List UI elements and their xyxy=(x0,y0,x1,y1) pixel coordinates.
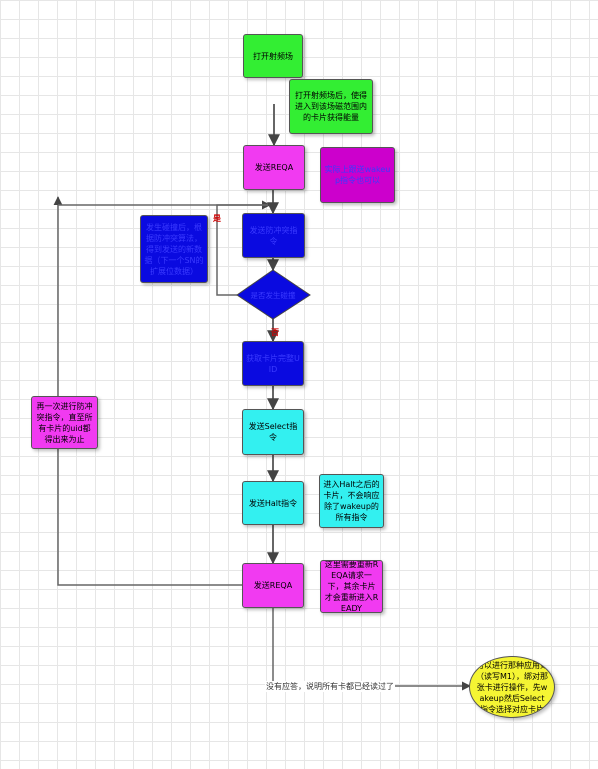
open-field-node: 打开射频场 xyxy=(243,34,303,78)
loop-note: 再一次进行防冲突指令，直至所有卡片的uid都得出来为止 xyxy=(31,396,98,449)
anticollision-node: 发送防冲突指令 xyxy=(242,213,305,258)
reqa-2-note: 这里需要重新REQA请求一下，其余卡片才会重新进入READY xyxy=(320,560,383,613)
halt-note: 进入Halt之后的卡片，不会响应除了wakeup的所有指令 xyxy=(319,474,384,528)
send-halt-node: 发送Halt指令 xyxy=(242,481,304,525)
get-uid-node: 获取卡片完整UID xyxy=(242,341,304,386)
no-response-label: 没有应答，说明所有卡都已经读过了 xyxy=(265,681,395,692)
send-reqa-2-node: 发送REQA xyxy=(242,563,304,608)
no-label: 否 xyxy=(271,328,279,337)
wakeup-note: 实际上跟送wakeup指令也可以 xyxy=(320,147,395,203)
collision-check-label: 是否发生碰撞 xyxy=(250,290,296,300)
yes-label: 是 xyxy=(213,214,221,223)
collision-check-shape xyxy=(236,269,311,320)
final-note: 可以进行那种应用如（读写M1），绑对那张卡进行操作，先wakeup然后Selec… xyxy=(469,656,555,718)
edge-no-response xyxy=(272,608,471,691)
send-reqa-node: 发送REQA xyxy=(243,145,305,190)
send-select-node: 发送Select指令 xyxy=(242,409,304,455)
edge-return-loop xyxy=(53,196,242,586)
collision-note: 发生碰撞后，根据防冲突算法，得到发送的新数据（下一个SN的扩展位数据） xyxy=(140,215,208,283)
open-field-note: 打开射频场后，使得进入到该场磁范围内的卡片获得能量 xyxy=(289,79,373,134)
